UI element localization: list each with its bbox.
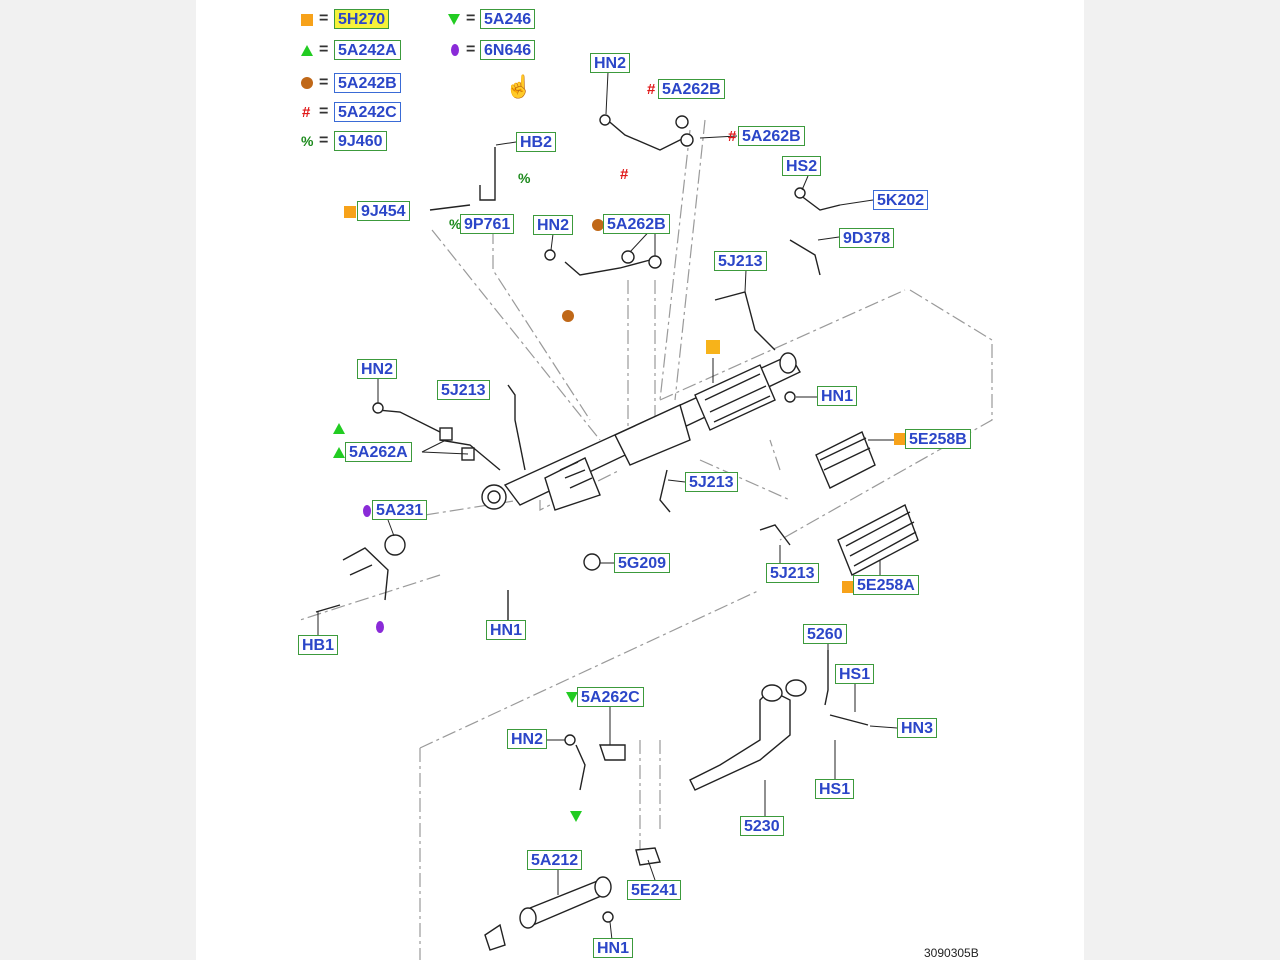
legend-orange-square-icon: [301, 14, 313, 26]
orange-square-icon: [842, 581, 854, 593]
callout-hn2[interactable]: HN2: [507, 729, 548, 749]
boundary-line: [674, 119, 706, 401]
green-triangle-down-icon: [566, 692, 578, 703]
callout-5e258a[interactable]: 5E258A: [853, 575, 919, 595]
red-hash-icon: #: [728, 128, 737, 145]
callout-5k202[interactable]: 5K202: [873, 190, 929, 210]
wire-9d378: [789, 239, 821, 276]
legend-equals: =: [319, 10, 329, 27]
boundary-line: [769, 439, 781, 471]
callout-5a246[interactable]: 5A246: [480, 9, 536, 29]
callout-hb1[interactable]: HB1: [298, 635, 339, 655]
callout-5j213[interactable]: 5J213: [685, 472, 738, 492]
callout-5j213[interactable]: 5J213: [766, 563, 819, 583]
legend-equals: =: [319, 103, 329, 120]
callout-hn2[interactable]: HN2: [590, 53, 631, 73]
brown-dot-icon: [562, 310, 574, 322]
callout-5e241[interactable]: 5E241: [627, 880, 682, 900]
legend-green-triangle-down-icon: [448, 14, 460, 25]
callout-5a231[interactable]: 5A231: [372, 500, 428, 520]
mid-section: [614, 404, 691, 466]
green-percent-icon: %: [518, 170, 531, 186]
boundary-line: [659, 289, 906, 401]
brown-dot-icon: [592, 219, 604, 231]
purple-diamond-icon: [376, 621, 384, 633]
green-triangle-up-icon: [333, 423, 345, 434]
callout-9d378[interactable]: 9D378: [839, 228, 895, 248]
legend-green-triangle-up-icon: [301, 45, 313, 56]
orange-square-icon: [344, 206, 356, 218]
callout-5e258b[interactable]: 5E258B: [905, 429, 971, 449]
boundary-line: [431, 229, 601, 441]
callout-hb2[interactable]: HB2: [516, 132, 557, 152]
callout-5j213[interactable]: 5J213: [437, 380, 490, 400]
boundary-line: [699, 459, 791, 501]
red-hash-icon: #: [647, 81, 656, 98]
callout-9j454[interactable]: 9J454: [357, 201, 410, 221]
callout-5a242a[interactable]: 5A242A: [334, 40, 401, 60]
legend-brown-dot-icon: [301, 77, 313, 89]
callout-hn3[interactable]: HN3: [897, 718, 938, 738]
pipe-5a231: [342, 547, 389, 601]
callout-9p761[interactable]: 9P761: [460, 214, 515, 234]
document-number: 3090305B: [924, 946, 979, 960]
callout-5a262b[interactable]: 5A262B: [658, 79, 725, 99]
legend-equals: =: [319, 74, 329, 91]
callout-5a242c[interactable]: 5A242C: [334, 102, 401, 122]
boundary-line: [659, 129, 691, 401]
callout-5j213[interactable]: 5J213: [714, 251, 767, 271]
callout-5g209[interactable]: 5G209: [614, 553, 671, 573]
red-hash-icon: #: [620, 166, 629, 183]
heat-shield-5e258a: [837, 504, 919, 576]
callout-5a242b[interactable]: 5A242B: [334, 73, 401, 93]
legend-equals: =: [319, 41, 329, 58]
hand-pointer-icon: ☝: [505, 74, 533, 99]
callout-hs2[interactable]: HS2: [782, 156, 822, 176]
legend-equals: =: [319, 132, 329, 149]
callout-5260[interactable]: 5260: [803, 624, 847, 644]
callout-hn2[interactable]: HN2: [533, 215, 574, 235]
sensor-wire-hb2: [479, 147, 496, 201]
wire-5j213-c: [659, 469, 671, 513]
callout-5230[interactable]: 5230: [740, 816, 784, 836]
legend-green-percent-icon: %: [301, 133, 314, 149]
callout-hn2[interactable]: HN2: [357, 359, 398, 379]
wire-5j213-b: [507, 384, 526, 471]
purple-diamond-icon: [363, 505, 371, 517]
legend-equals: =: [466, 10, 476, 27]
orange-square-icon: [894, 433, 906, 445]
callout-5a262a[interactable]: 5A262A: [345, 442, 412, 462]
legend-red-hash-icon: #: [302, 104, 311, 121]
green-percent-icon: %: [449, 216, 462, 232]
orange-square-icon: [706, 340, 720, 354]
callout-6n646[interactable]: 6N646: [480, 40, 536, 60]
wire-5j213-d: [759, 524, 791, 546]
boundary-line: [419, 589, 761, 749]
boundary-line: [424, 499, 521, 516]
callout-5a212[interactable]: 5A212: [527, 850, 583, 870]
green-triangle-up-icon: [333, 447, 345, 458]
sensor-5a262b-lower: [564, 259, 651, 276]
legend-purple-diamond-icon: [451, 44, 459, 56]
boundary-line: [299, 574, 441, 621]
boundary-line: [779, 289, 993, 541]
callout-hn1[interactable]: HN1: [486, 620, 527, 640]
sensor-5a262b-upper: [604, 117, 691, 151]
main-catalyst: [694, 364, 776, 431]
green-triangle-down-icon: [570, 811, 582, 822]
callout-5a262b[interactable]: 5A262B: [738, 126, 805, 146]
callout-hs1[interactable]: HS1: [835, 664, 875, 684]
wire-5j213-a: [714, 291, 776, 351]
callout-5h270[interactable]: 5H270: [334, 9, 390, 29]
callout-hs1[interactable]: HS1: [815, 779, 855, 799]
legend-equals: =: [466, 41, 476, 58]
boundary-line: [492, 230, 591, 421]
callout-hn1[interactable]: HN1: [593, 938, 634, 958]
callout-5a262b[interactable]: 5A262B: [603, 214, 670, 234]
callout-5a262c[interactable]: 5A262C: [577, 687, 644, 707]
callout-hn1[interactable]: HN1: [817, 386, 858, 406]
rear-pipe-5230: [689, 689, 791, 791]
callout-9j460[interactable]: 9J460: [334, 131, 387, 151]
